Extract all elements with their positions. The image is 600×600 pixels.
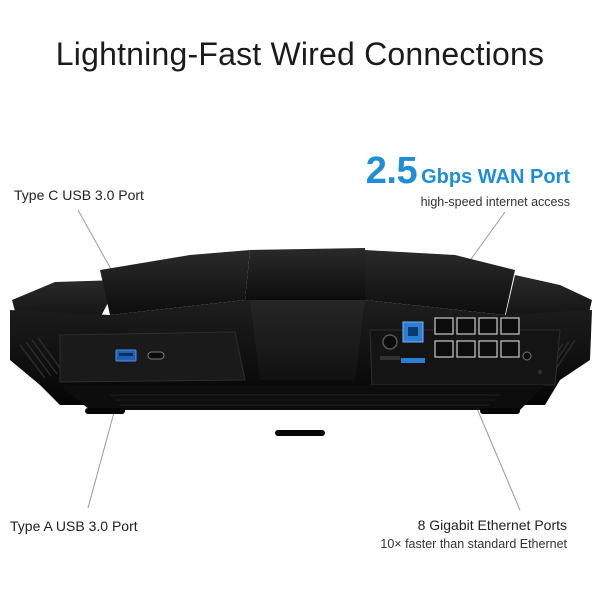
router-fin-left-center [100,250,250,315]
power-label [380,356,400,360]
router-fin-center [245,248,365,300]
left-grille [19,337,64,379]
ethernet-port [500,340,520,358]
wan-port-label-strip [401,358,425,363]
router-foot-right [480,408,520,414]
ethernet-port [456,317,476,335]
ethernet-port [478,317,498,335]
ethernet-title: 8 Gigabit Ethernet Ports [417,517,567,533]
router-base [60,385,545,410]
router-center-pillar [250,300,365,380]
usb-type-a-tongue [119,353,133,356]
ethernet-port [500,317,520,335]
wan-port-label: Gbps WAN Port [421,166,570,188]
wan-speed-value: 2.5 [365,150,418,192]
ethernet-port [434,317,454,335]
usb-type-c-port [147,351,165,360]
ethernet-leader-line [469,391,521,511]
headline: Lightning-Fast Wired Connections [55,36,545,72]
wan-port-inner [408,327,418,336]
router-fin-right-center [365,250,515,315]
reset-pinhole [538,370,542,374]
type-c-callout: Type C USB 3.0 Port [14,187,144,203]
ethernet-port [478,340,498,358]
wan-subtitle: high-speed internet access [420,195,570,209]
ethernet-subtitle: 10× faster than standard Ethernet [380,537,567,551]
router-foot-left [85,408,125,414]
base-vents [110,394,500,406]
router-foot-center [275,430,325,436]
power-socket [382,334,398,350]
reset-button [522,351,532,361]
ethernet-port [456,340,476,358]
ethernet-port-group [434,317,520,358]
type-a-callout: Type A USB 3.0 Port [10,518,138,534]
ethernet-port [434,340,454,358]
ethernet-callout: 8 Gigabit Ethernet Ports 10× faster than… [380,517,567,551]
